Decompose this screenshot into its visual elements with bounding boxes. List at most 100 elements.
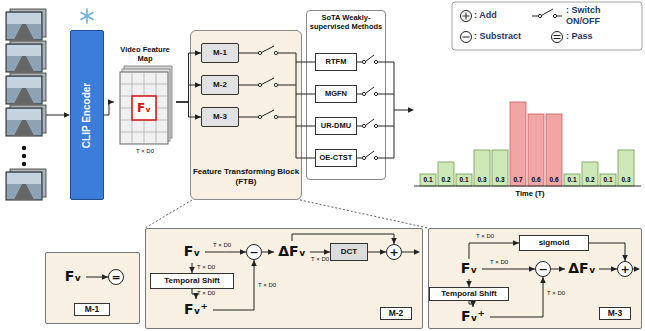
difference-feature: ΔFᵥ	[274, 241, 310, 263]
arrowhead	[108, 99, 114, 105]
bar-value: 0.2	[438, 176, 454, 184]
arrowhead	[102, 274, 108, 280]
method-switches	[374, 60, 377, 63]
add-operator: +	[386, 244, 402, 260]
subtract-operator: −	[535, 261, 551, 277]
score-bars	[564, 174, 580, 186]
arrowhead	[324, 249, 330, 255]
method-switches	[362, 156, 365, 159]
ftb-switches	[296, 158, 315, 159]
legend-box	[542, 9, 554, 16]
dimension-label: T × D0	[547, 290, 565, 297]
method-switches	[357, 94, 362, 95]
frozen-icon	[81, 13, 93, 20]
input-arrow	[46, 115, 65, 116]
legend-box	[461, 9, 563, 43]
method-switches	[362, 60, 365, 63]
connector	[189, 263, 195, 273]
ftb-switches	[258, 83, 261, 86]
arrowhead	[611, 266, 617, 272]
connector	[205, 249, 246, 255]
feature-grid	[120, 84, 168, 85]
module-label: M-1	[74, 303, 110, 316]
connector-line	[469, 243, 519, 259]
ftb-panel: Feature Transforming Block (FTB)M-1M-2M-…	[190, 30, 302, 200]
feature-symbol-text: Fᵥ	[184, 244, 201, 259]
ftb-switches	[262, 46, 275, 53]
connector-line	[482, 269, 535, 270]
method-switches	[374, 156, 377, 159]
video-frames	[7, 13, 41, 24]
shifted-feature-text: Fᵥ⁺	[184, 302, 208, 317]
module-panel: M-2FᵥTemporal ShiftFᵥ⁺−ΔFᵥDCT+	[145, 228, 423, 329]
feature-grid	[132, 96, 156, 120]
feature-grid	[144, 72, 145, 144]
method-switches	[366, 87, 375, 94]
method-switches	[357, 55, 414, 160]
method-box: OE-CTST	[315, 149, 357, 167]
video-frames	[6, 76, 42, 104]
video-frames	[22, 146, 26, 150]
dimension-label: T × D0	[476, 233, 494, 240]
frozen-icon	[81, 13, 93, 20]
bar-value: 0.2	[582, 176, 598, 184]
score-bars	[456, 174, 472, 186]
legend-box	[554, 38, 561, 39]
ftb-switches	[296, 126, 315, 127]
method-switches	[378, 62, 394, 63]
bar-value: 0.6	[528, 176, 544, 184]
legend-box	[463, 37, 470, 38]
connector	[310, 249, 330, 255]
arrowhead	[189, 267, 195, 273]
output-arrow	[633, 266, 640, 272]
module-label: M-2	[380, 307, 412, 320]
method-switches	[366, 55, 375, 62]
ftb-switches	[239, 117, 258, 118]
score-bars	[414, 102, 641, 186]
video-frames	[6, 9, 46, 40]
output-arrow	[402, 249, 420, 255]
zoom-lines	[145, 200, 428, 228]
arrowhead	[466, 281, 472, 287]
score-bars	[492, 150, 508, 186]
arrowhead	[622, 255, 628, 261]
dimension-label: T × D0	[258, 282, 276, 289]
legend-box	[557, 16, 562, 17]
feature-grid	[120, 66, 172, 144]
method-box-text: OE-CTST	[320, 154, 353, 162]
score-bars	[474, 150, 490, 186]
legend-text: : Pass	[566, 31, 593, 42]
encoder-box: CLIP Encoder	[70, 30, 104, 200]
connector-line	[176, 53, 201, 102]
feature-grid	[120, 72, 168, 144]
video-frames	[6, 41, 46, 72]
module-panel: M-1Fᵥ=	[45, 252, 140, 324]
legend-box	[461, 32, 472, 43]
connector	[292, 234, 397, 244]
methods-panel: SoTA Weakly-supervised MethodsRTFMMGFNUR…	[306, 10, 386, 180]
connector	[86, 274, 108, 280]
ftb-switches	[296, 62, 315, 63]
dimension-label: T × D0	[490, 259, 508, 266]
connector	[482, 266, 535, 272]
connector-line	[292, 234, 394, 244]
axis-label: Time (T)	[500, 189, 560, 198]
input-arrow	[64, 112, 70, 118]
connector	[551, 266, 565, 272]
video-frames	[14, 88, 34, 104]
video-frames	[7, 45, 41, 56]
legend-box	[452, 2, 642, 50]
shifted-feature: Fᵥ⁺	[456, 307, 490, 327]
method-switches	[374, 124, 377, 127]
bar-value: 0.3	[618, 176, 634, 184]
legend-box	[466, 13, 467, 20]
dct-box: DCT	[330, 243, 368, 261]
method-switches	[378, 158, 394, 159]
arrowhead	[251, 260, 257, 266]
bar-value: 0.1	[564, 176, 580, 184]
connector-line	[176, 102, 201, 117]
input-arrow	[46, 112, 70, 118]
bar-value: 0.3	[492, 176, 508, 184]
bar-value: 0.1	[600, 176, 616, 184]
